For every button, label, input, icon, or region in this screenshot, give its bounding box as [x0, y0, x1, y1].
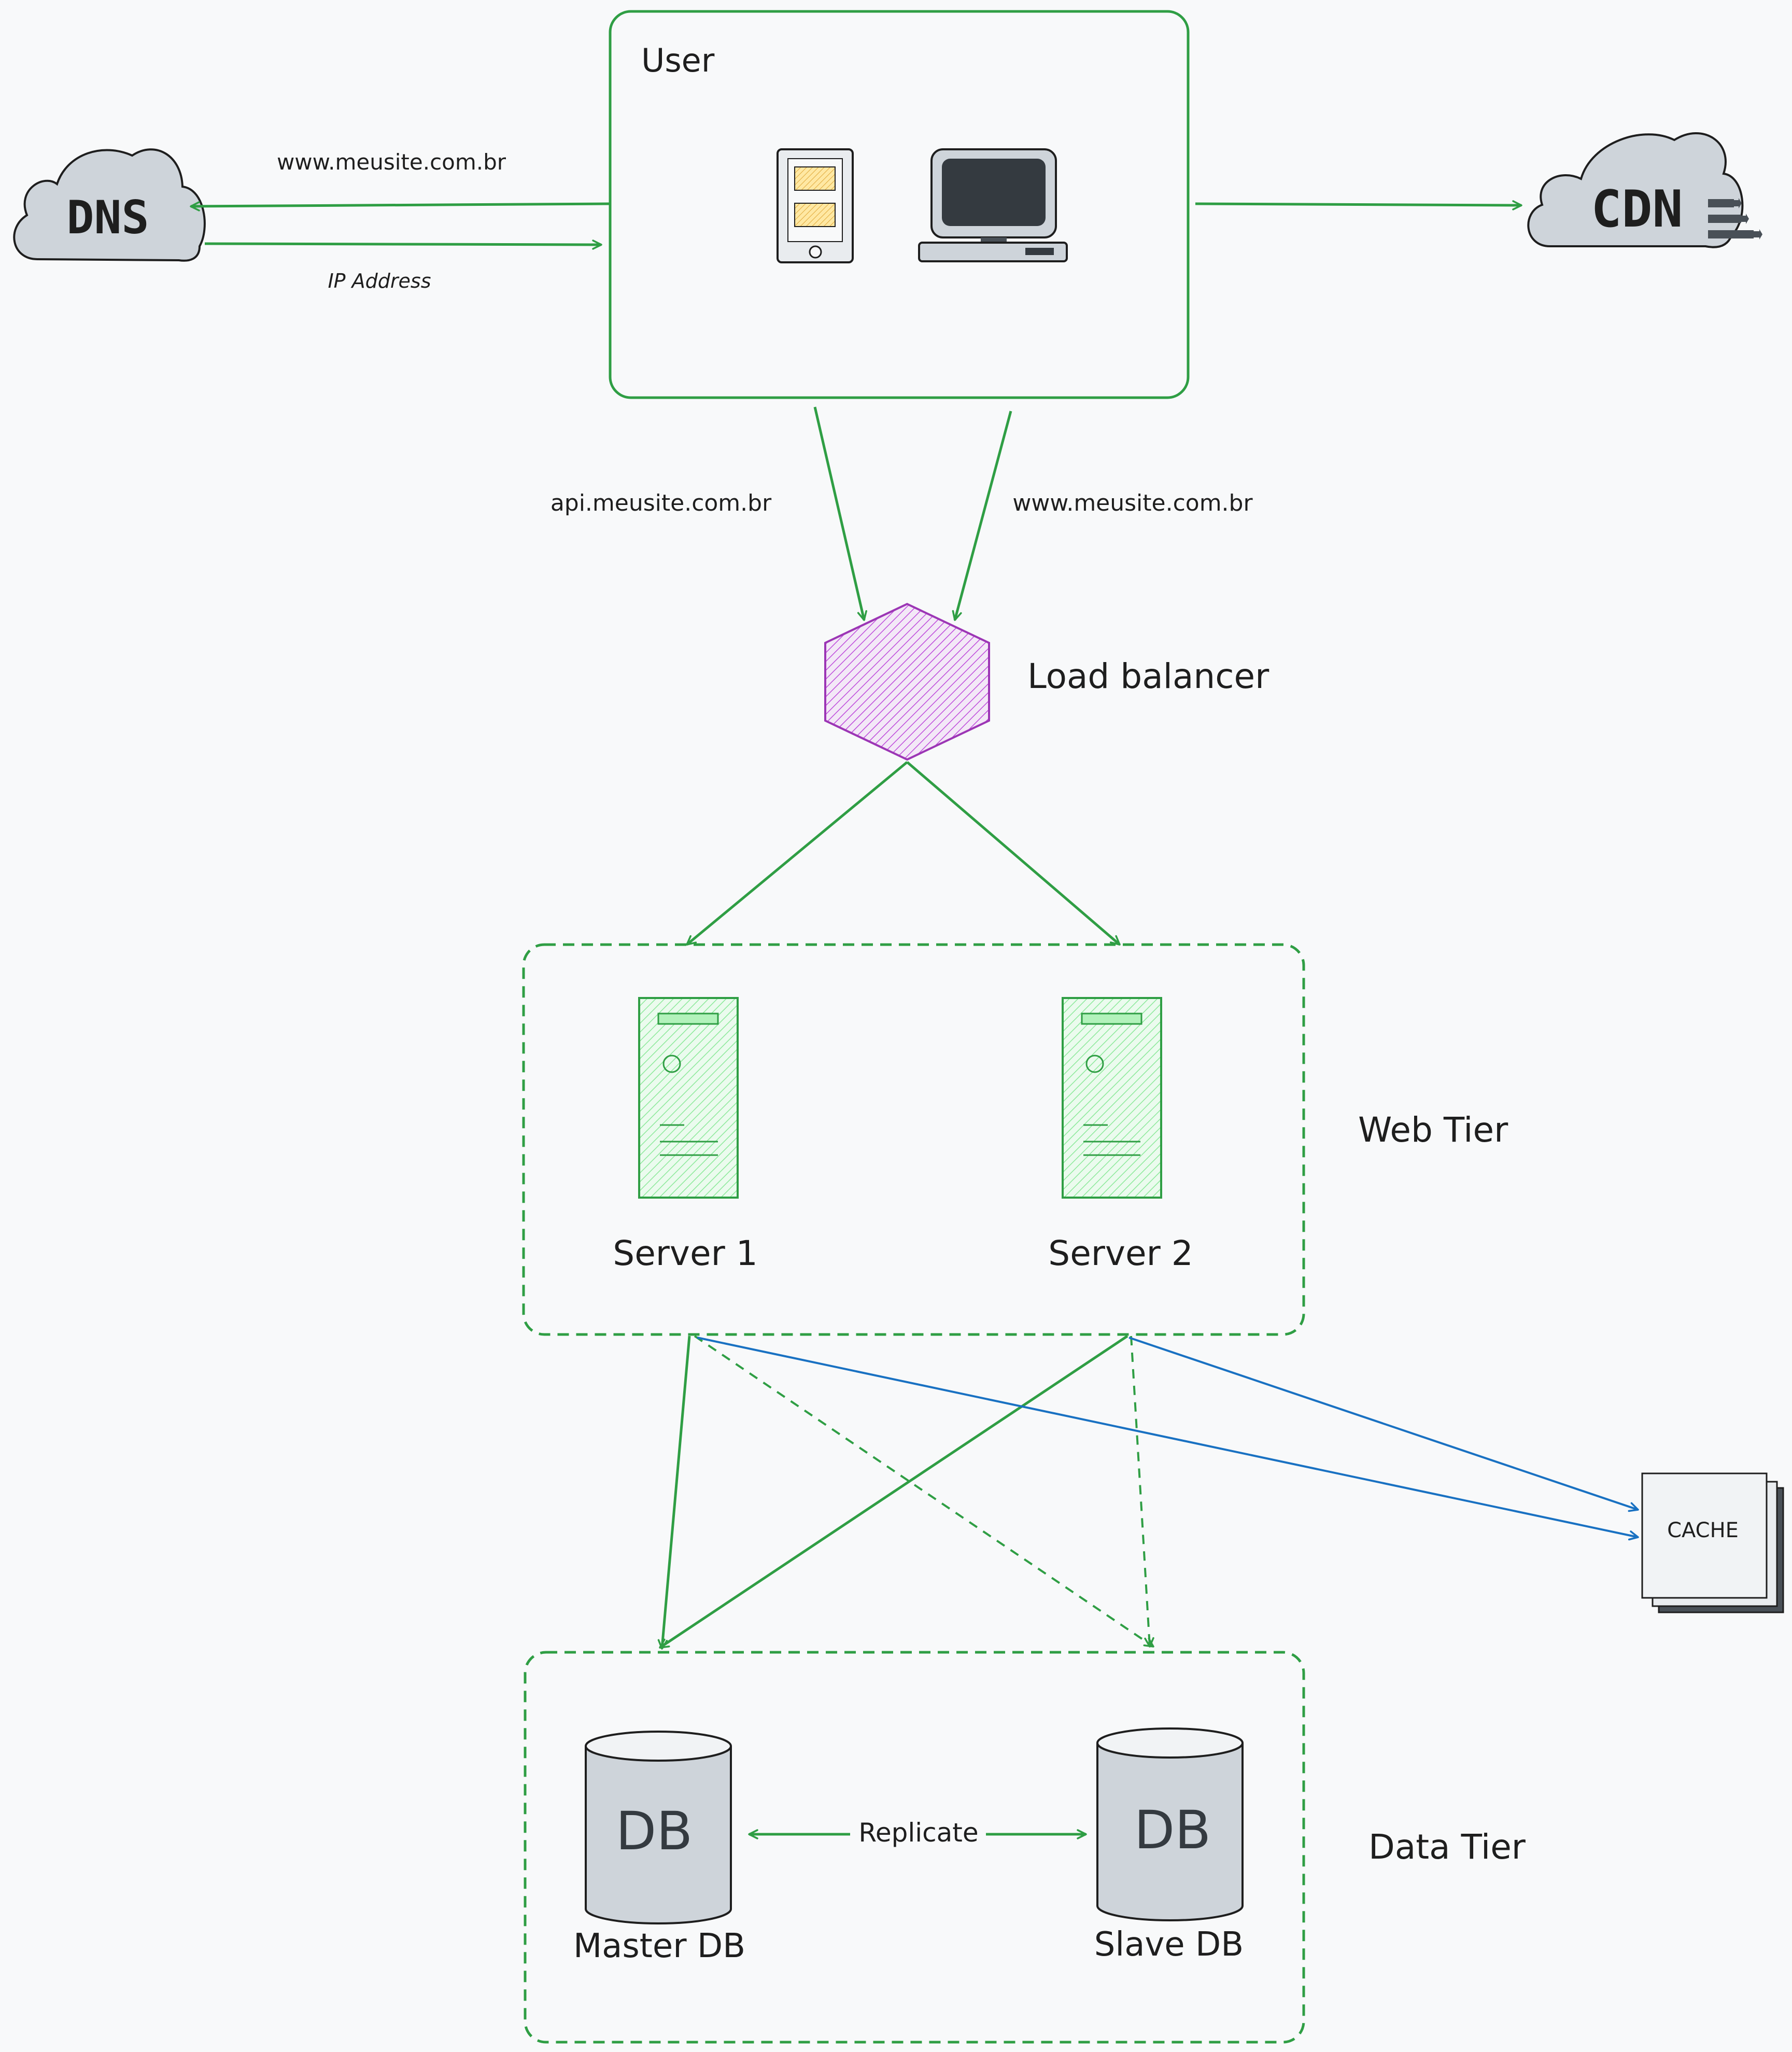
desktop-computer-icon: [918, 148, 1068, 262]
cdn-label: CDN: [1591, 180, 1683, 239]
replicate-label: Replicate: [858, 1818, 978, 1848]
server-2-label: Server 2: [1048, 1233, 1193, 1273]
dns-query-label: www.meusite.com.br: [277, 149, 506, 175]
slave-db-label: Slave DB: [1094, 1925, 1244, 1964]
dns-query-arrow: [190, 201, 611, 212]
server1-to-master-arrow: [657, 1336, 691, 1650]
server2-to-cache-arrow: [1128, 1337, 1639, 1512]
server2-to-master-arrow: [659, 1334, 1128, 1649]
server2-to-slave-arrow: [1130, 1336, 1154, 1648]
dns-cloud: DNS: [13, 148, 206, 262]
cache-label: CACHE: [1667, 1519, 1739, 1542]
database-cylinder-icon: DB: [1096, 1727, 1244, 1921]
slave-db-icon-text: DB: [1134, 1800, 1211, 1861]
dns-response-label: IP Address: [328, 270, 431, 292]
cache-node: CACHE: [1641, 1472, 1784, 1613]
master-db-label: Master DB: [573, 1927, 745, 1965]
cdn-arrow: [1195, 200, 1522, 210]
database-cylinder-icon: DB: [585, 1731, 732, 1924]
master-db-icon-text: DB: [616, 1801, 693, 1862]
dns-label: DNS: [67, 191, 149, 244]
api-domain-label: api.meusite.com.br: [551, 490, 772, 516]
master-db: DB Master DB: [573, 1731, 745, 1965]
cdn-cloud: CDN: [1527, 132, 1762, 248]
www-domain-label: www.meusite.com.br: [1012, 490, 1253, 516]
lb-to-server1-arrow: [686, 761, 908, 946]
replicate-label-background: [850, 1817, 986, 1849]
server-tower-icon: [1062, 997, 1162, 1199]
api-request-arrow: [813, 406, 867, 621]
data-tier-group: Data Tier DB Master DB DB Slave DB Repli…: [524, 1651, 1526, 2044]
web-tier-label: Web Tier: [1358, 1110, 1508, 1150]
load-balancer-hexagon-icon: [824, 602, 990, 761]
server-tower-icon: [638, 997, 739, 1199]
server-1-label: Server 1: [613, 1233, 757, 1273]
server-2: Server 2: [1048, 997, 1193, 1273]
server1-to-cache-arrow: [697, 1337, 1639, 1541]
user-title: User: [641, 41, 715, 79]
load-balancer: Load balancer: [824, 602, 1269, 761]
mobile-phone-icon: [777, 148, 854, 263]
server1-to-slave-arrow: [694, 1335, 1154, 1648]
data-tier-label: Data Tier: [1368, 1827, 1526, 1867]
lb-to-server2-arrow: [906, 761, 1121, 946]
web-tier-group: Web Tier Server 1 Server 2: [522, 943, 1508, 1336]
cdn-distribution-arrows-icon: [1708, 198, 1762, 240]
user-box: User: [609, 10, 1190, 399]
load-balancer-label: Load balancer: [1027, 656, 1269, 696]
dns-response-arrow: [204, 240, 602, 250]
www-request-arrow: [952, 411, 1012, 621]
slave-db: DB Slave DB: [1094, 1727, 1244, 1964]
server-1: Server 1: [613, 997, 758, 1273]
